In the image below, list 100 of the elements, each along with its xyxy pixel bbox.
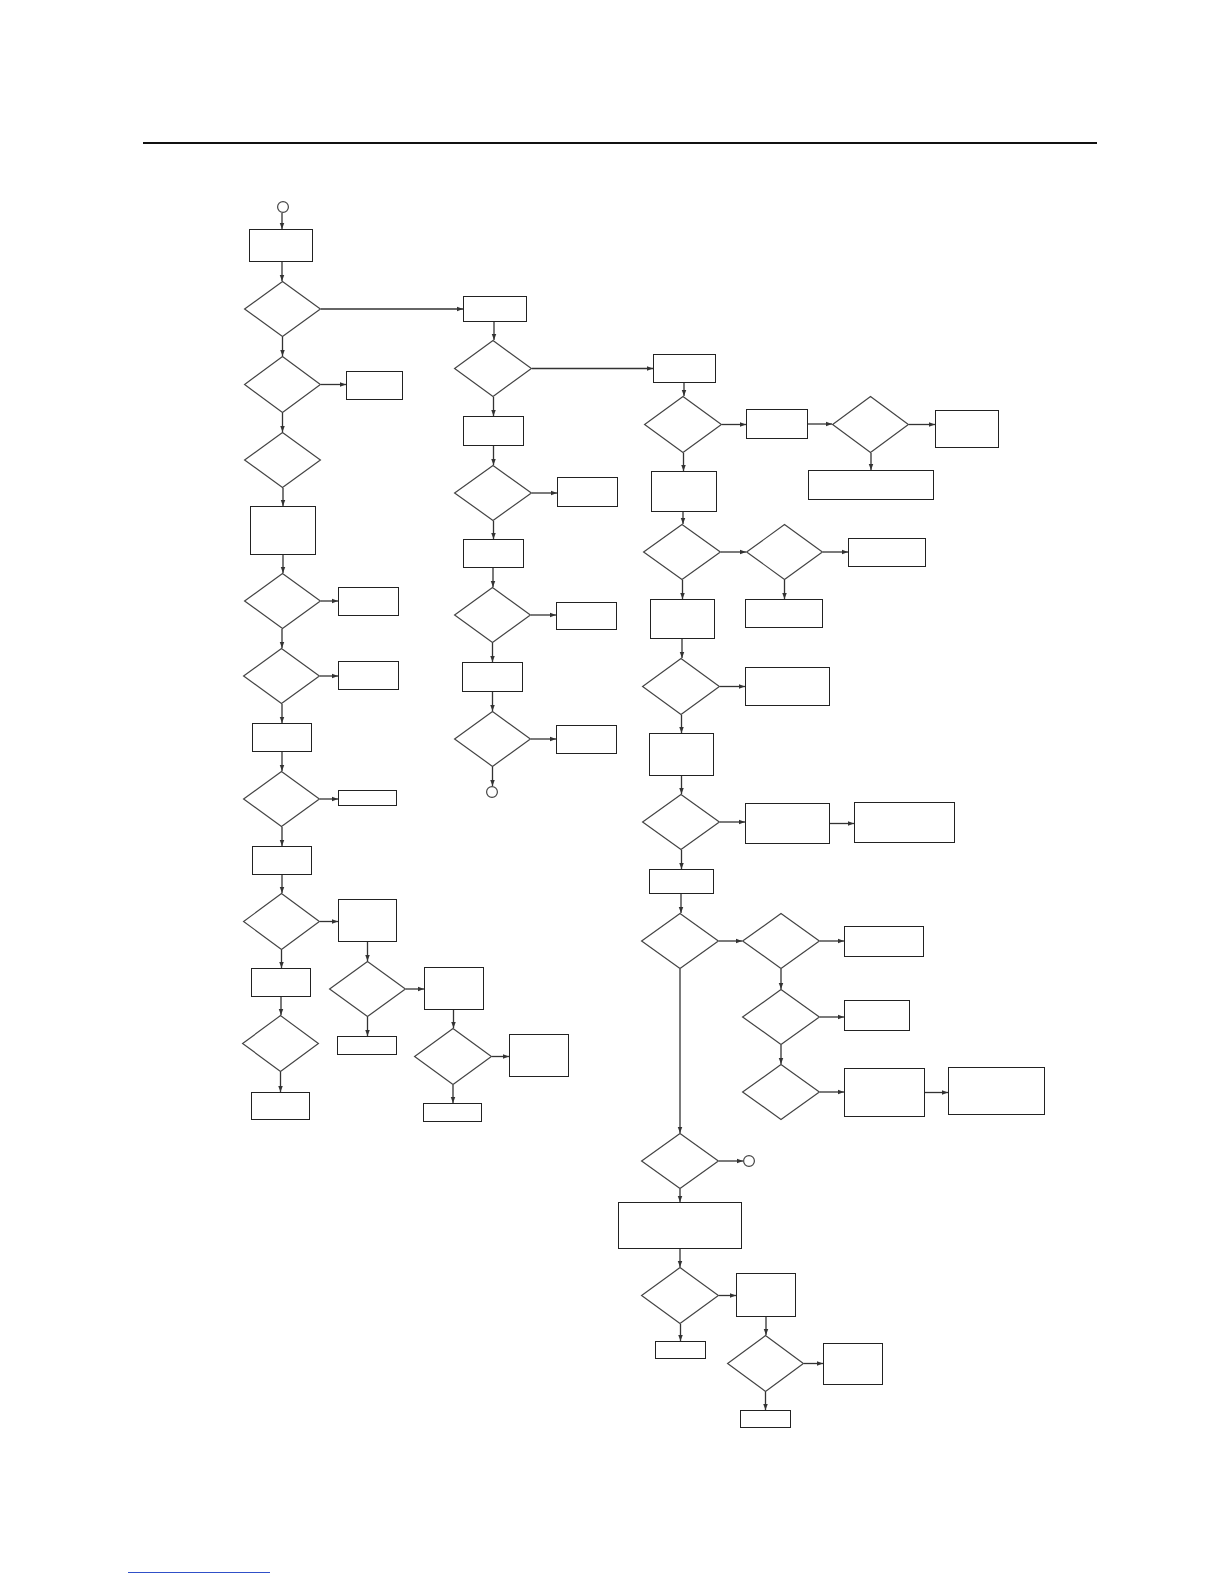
decision-diamond [244,432,321,488]
process-box [249,229,313,262]
arrow [279,874,285,894]
arrow [490,642,495,663]
arrow [681,452,686,472]
arrow [681,382,687,397]
decision-diamond [742,913,820,969]
decision-diamond [244,356,321,413]
process-box [736,1273,796,1317]
process-box [649,733,714,776]
arrow [530,736,557,742]
arrow [819,1089,845,1095]
arrow [531,490,558,496]
decision-diamond [243,771,320,827]
process-box [424,967,484,1010]
process-box [557,477,618,507]
arrow [719,819,746,825]
arrow [491,445,496,466]
arrow [677,1248,683,1268]
decision-diamond [454,340,532,397]
arrow [280,336,285,357]
arrow [782,579,787,600]
process-box [463,539,524,568]
decision-diamond [742,989,820,1045]
process-box [338,661,399,690]
decision-diamond [641,913,719,969]
process-box [251,968,311,997]
decision-diamond [454,465,532,521]
decision-diamond [454,711,531,767]
arrow [868,452,874,471]
decision-diamond [643,524,721,580]
arrow [677,968,683,1134]
arrow [718,938,743,944]
decision-diamond [244,281,321,337]
process-box [854,802,955,843]
decision-diamond [832,396,909,453]
process-box [746,409,808,439]
arrow [680,511,686,525]
arrow [491,396,496,417]
arrow [679,638,685,659]
process-box [346,371,403,400]
process-box [423,1103,482,1122]
process-box [844,1068,925,1117]
arrow [908,422,936,427]
process-box [653,354,716,383]
process-box [462,662,523,692]
arrow [279,826,285,847]
decision-diamond [746,524,823,580]
arrow [320,598,339,604]
process-box [745,667,830,706]
decision-diamond [454,587,531,643]
arrow [490,567,496,588]
arrow [319,919,339,924]
process-box [556,725,617,754]
process-box [844,926,924,957]
process-box [250,506,316,555]
arrow [720,549,747,555]
arrow [490,691,495,712]
arrow [319,673,339,679]
process-box [463,296,527,322]
arrow [278,996,284,1016]
arrow [924,1090,949,1095]
arrow [679,775,684,795]
arrow [491,321,497,341]
process-box [650,599,715,639]
decision-diamond [243,648,320,704]
process-box [745,599,823,628]
arrow [279,212,285,230]
decision-diamond [641,1133,719,1189]
connector-circle [486,786,498,798]
arrow [807,421,833,427]
process-box [649,869,714,894]
process-box [251,1092,310,1120]
arrow [365,941,370,962]
arrow [829,821,855,826]
process-box [338,587,399,616]
arrow [763,1316,769,1336]
arrow [679,849,684,870]
decision-diamond [243,893,320,950]
decision-diamond [727,1335,804,1392]
arrow [491,1054,510,1059]
arrow [778,1044,784,1065]
arrow [279,628,285,649]
connector-circle [277,201,289,213]
decision-diamond [242,1015,319,1072]
process-box [338,899,397,942]
process-box [338,790,397,806]
arrow [678,893,684,914]
arrow [679,714,684,734]
arrow [320,306,464,312]
decision-diamond [414,1028,492,1085]
process-box [556,602,617,630]
process-box [848,538,926,567]
decision-diamond [641,1267,719,1324]
process-box [337,1036,397,1055]
arrow [280,554,286,574]
decision-diamond [244,573,321,629]
arrow [450,1084,456,1104]
process-box [463,416,524,446]
process-box [935,410,999,448]
